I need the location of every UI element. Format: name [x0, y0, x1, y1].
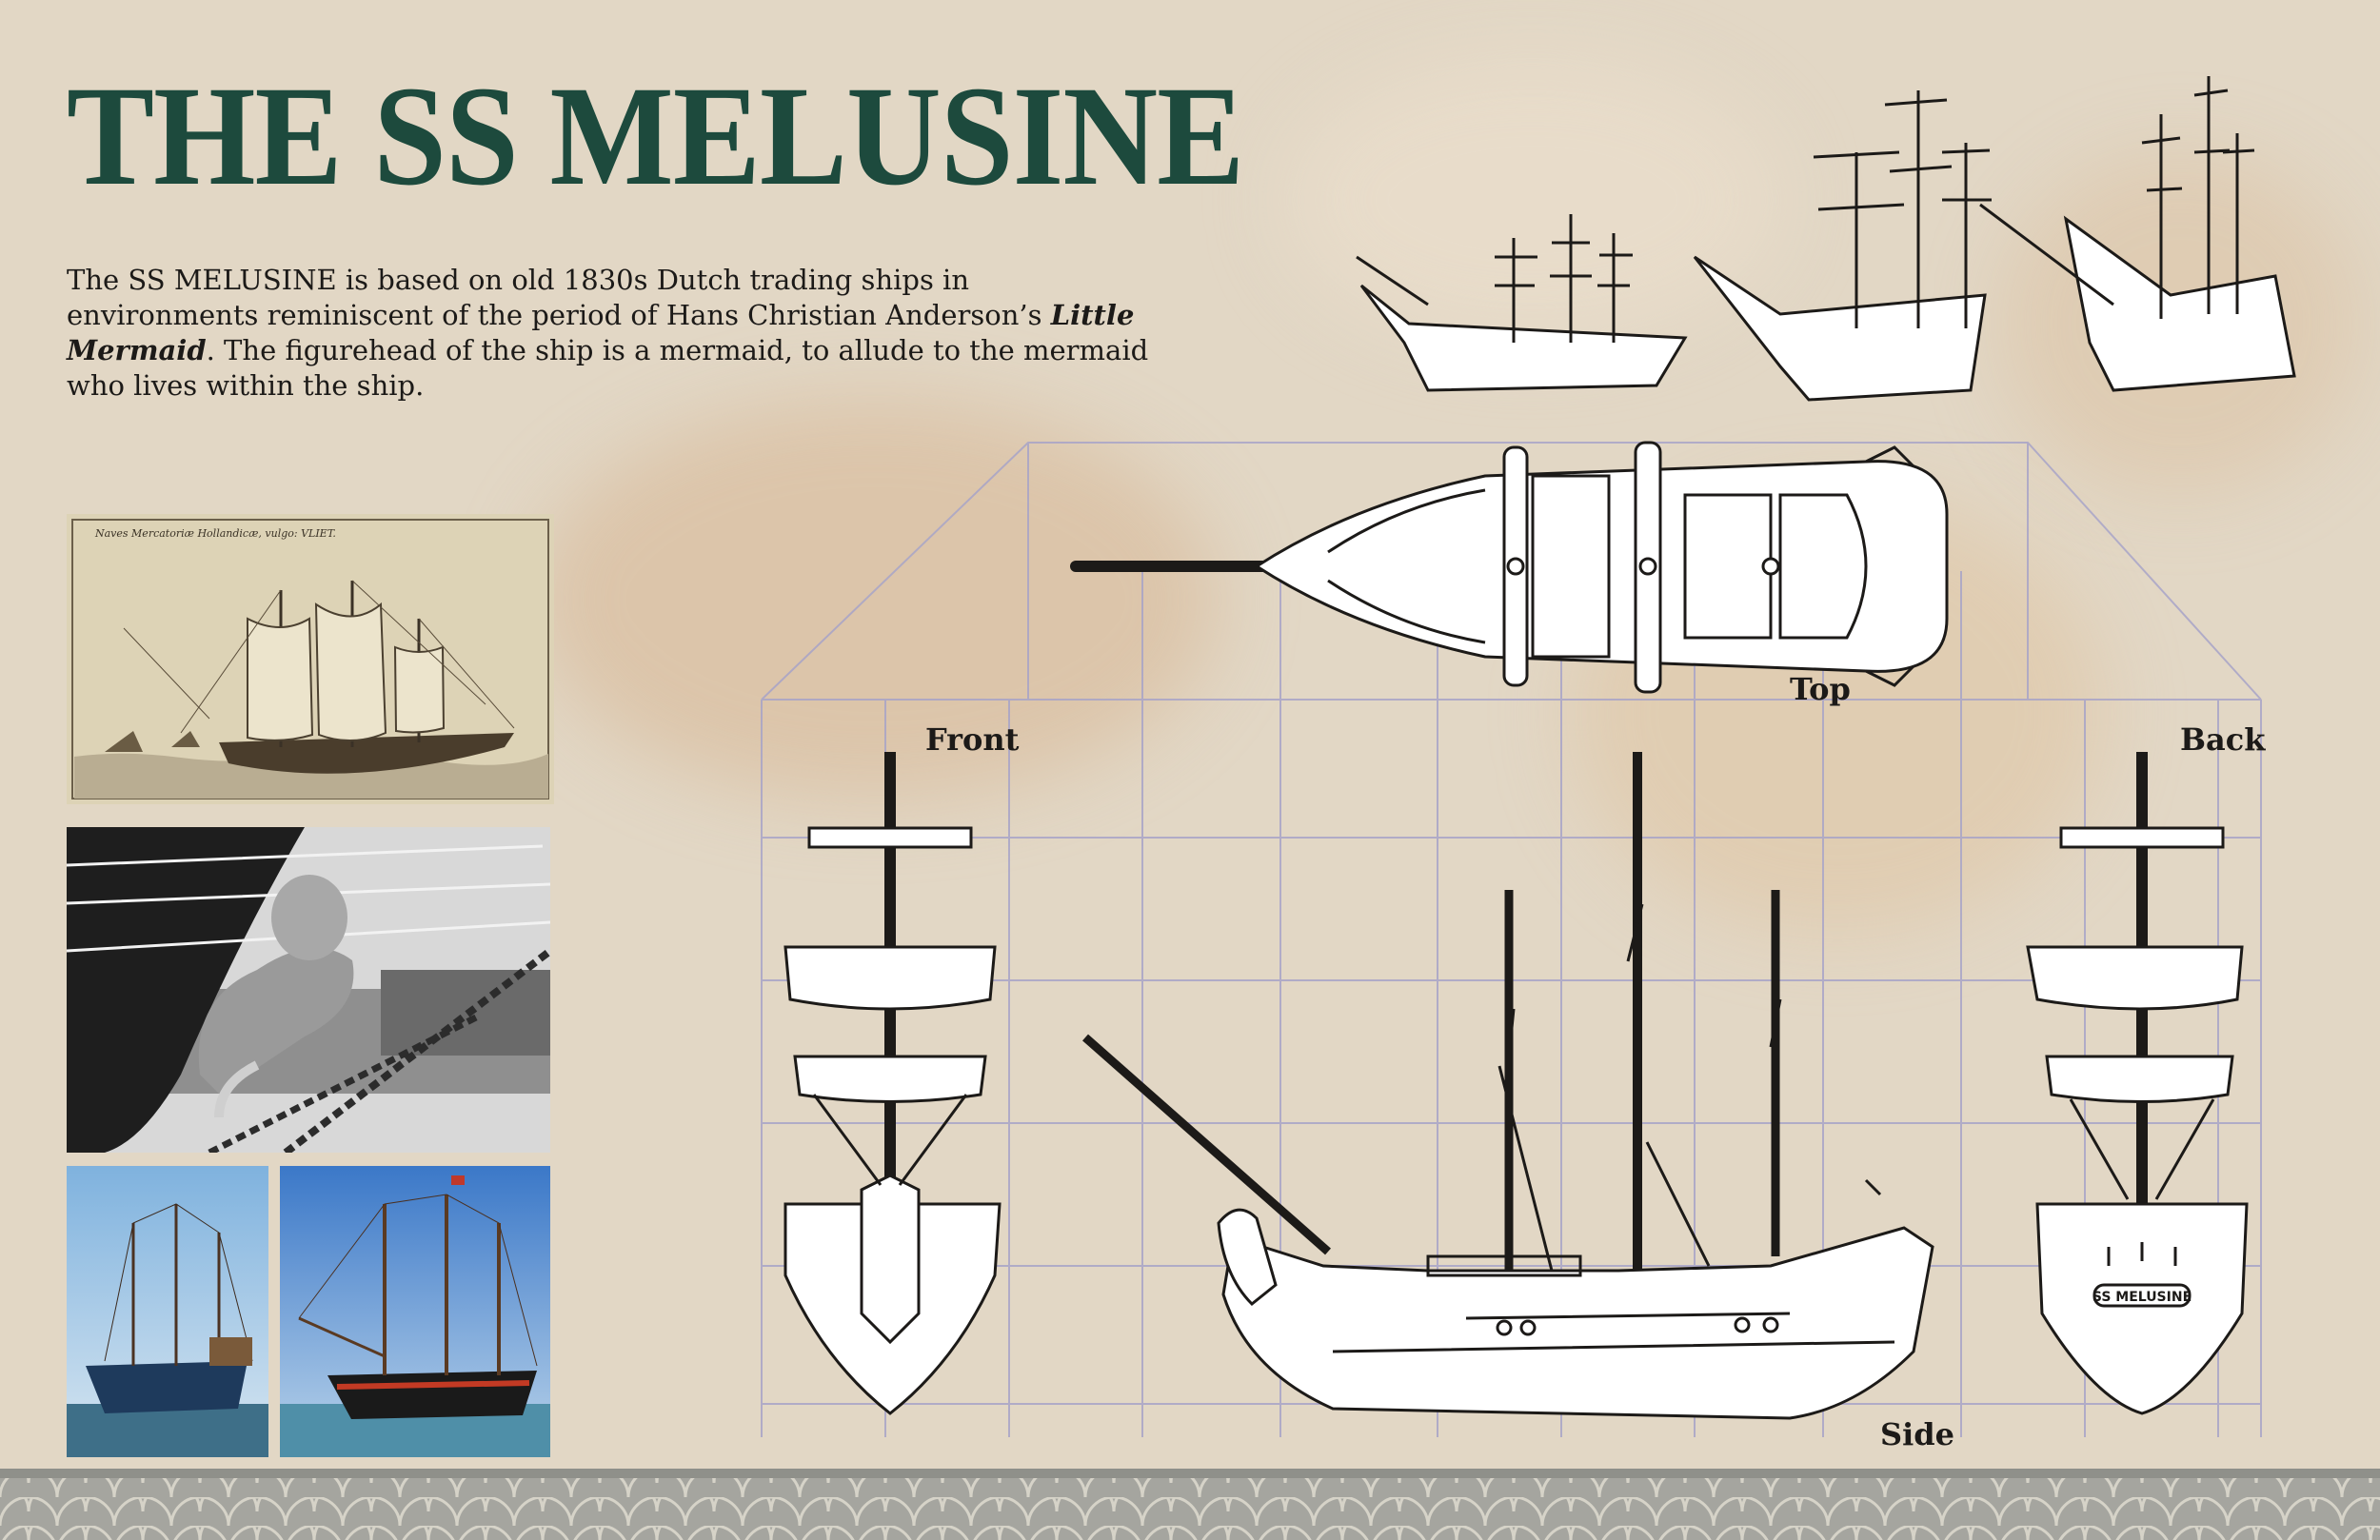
perspective-sketch-3: [1979, 76, 2296, 392]
page-title: THE SS MELUSINE: [67, 57, 1244, 215]
label-front: Front: [925, 721, 1020, 758]
intro-italic-title: Little Mermaid: [67, 299, 1135, 366]
label-top: Top: [1790, 671, 1851, 707]
label-back: Back: [2180, 721, 2266, 758]
paper-stain: [533, 400, 1219, 800]
perspective-sketch-1: [1356, 214, 1688, 392]
ship-top-view: [1070, 441, 1949, 694]
intro-paragraph: The SS MELUSINE is based on old 1830s Du…: [67, 263, 1152, 404]
reference-engraving: Naves Mercatoriæ Hollandicæ, vulgo: VLIE…: [67, 514, 554, 804]
intro-text-start: The SS MELUSINE is based on old 1830s Du…: [67, 264, 1051, 331]
ship-back-view: SS MELUSINE: [2026, 752, 2249, 1415]
reference-ship-photo-1: [67, 1166, 268, 1457]
reference-figurehead-photo: [67, 827, 550, 1153]
engraving-caption: Naves Mercatoriæ Hollandicæ, vulgo: VLIE…: [94, 527, 336, 540]
label-side: Side: [1880, 1416, 1954, 1452]
intro-text-end: . The figurehead of the ship is a mermai…: [67, 334, 1149, 402]
ship-side-view: [1082, 752, 1934, 1420]
stern-nameplate: SS MELUSINE: [2092, 1290, 2192, 1305]
perspective-sketch-2: [1693, 90, 1992, 402]
footer-wave-band: [0, 1469, 2380, 1540]
ship-front-view: [783, 752, 1002, 1415]
reference-ship-photo-2: [280, 1166, 550, 1457]
